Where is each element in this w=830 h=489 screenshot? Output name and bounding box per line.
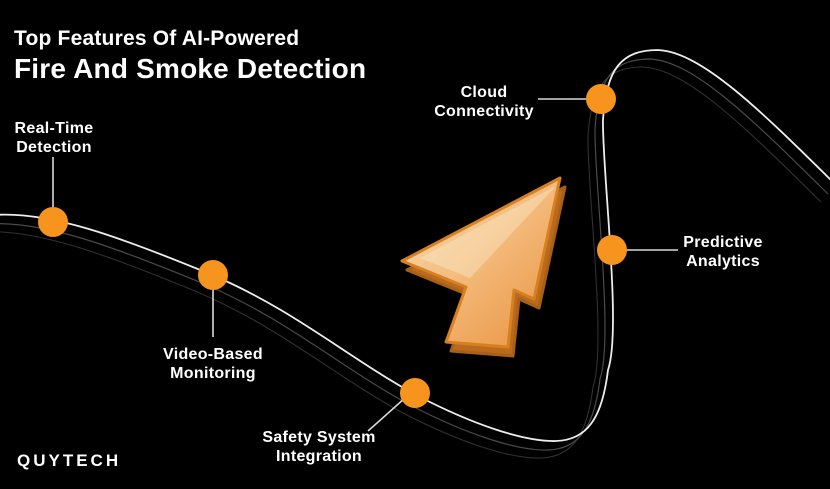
feature-label-safety-system-integration: Safety System Integration [262, 428, 375, 466]
feature-label-line: Analytics [686, 253, 760, 270]
feature-label-predictive-analytics: Predictive Analytics [683, 233, 762, 271]
feature-dot-real-time-detection [38, 207, 68, 237]
feature-label-line: Video-Based [163, 346, 263, 363]
feature-label-line: Safety System [262, 429, 376, 446]
feature-label-cloud-connectivity: Cloud Connectivity [434, 83, 534, 121]
feature-label-line: Cloud [460, 84, 508, 101]
feature-dot-cloud-connectivity [586, 84, 616, 114]
feature-label-line: Monitoring [170, 365, 256, 382]
cursor-arrow-icon [400, 176, 567, 358]
connector-safety-system-integration [367, 397, 406, 432]
cursor-arrow-face [400, 176, 562, 349]
page-title-line1: Top Features Of AI-Powered [14, 27, 300, 50]
brand-logo: QUYTECH [17, 451, 122, 470]
feature-dot-video-based-monitoring [198, 260, 228, 290]
feature-label-real-time-detection: Real-Time Detection [15, 119, 94, 157]
timeline-curve-echo-2 [0, 66, 822, 459]
feature-label-line: Detection [16, 139, 92, 156]
feature-dot-predictive-analytics [597, 235, 627, 265]
feature-label-line: Integration [276, 448, 362, 465]
feature-label-line: Predictive [683, 234, 763, 251]
cursor-arrow-highlight [420, 186, 556, 278]
feature-label-line: Real-Time [14, 120, 94, 137]
page-title: Top Features Of AI-Powered Fire And Smok… [14, 26, 366, 85]
feature-label-video-based-monitoring: Video-Based Monitoring [163, 345, 263, 383]
feature-label-line: Connectivity [434, 103, 534, 120]
page-title-line2: Fire And Smoke Detection [14, 53, 367, 84]
feature-dot-safety-system-integration [400, 378, 430, 408]
